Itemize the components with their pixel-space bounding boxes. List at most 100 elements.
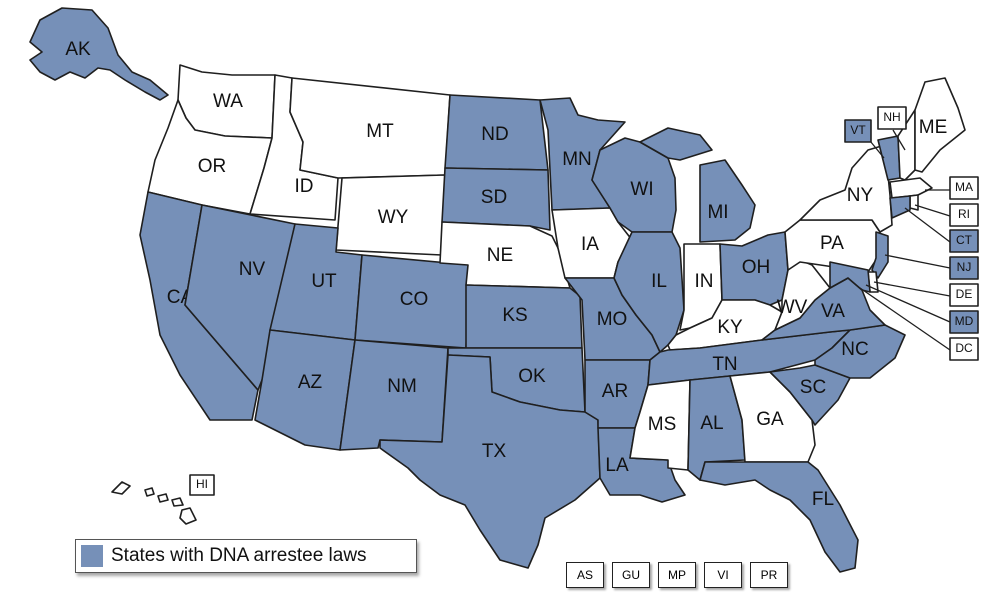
state-label-PA: PA (820, 233, 844, 254)
svg-text:DC: DC (955, 341, 973, 355)
state-label-AZ: AZ (298, 372, 323, 393)
state-HI[interactable] (111, 481, 197, 525)
state-NH[interactable] (897, 109, 916, 181)
state-OH[interactable]: OH (719, 231, 789, 306)
state-label-NE: NE (487, 245, 513, 266)
svg-text:NH: NH (883, 110, 900, 124)
state-label-NY: NY (847, 185, 874, 206)
territory-MP[interactable]: MP (658, 562, 696, 588)
state-label-ID: ID (295, 176, 314, 197)
state-label-VA: VA (821, 301, 845, 322)
territory-label: AS (576, 568, 593, 582)
state-WI[interactable]: WI (591, 137, 677, 233)
state-label-ND: ND (481, 124, 508, 145)
state-label-LA: LA (605, 455, 629, 476)
state-AZ[interactable]: AZ (254, 329, 356, 451)
state-TX[interactable]: TX (379, 354, 601, 569)
label-box-MD[interactable]: MD (949, 310, 979, 334)
svg-text:MD: MD (955, 314, 974, 328)
state-WY[interactable]: WY (335, 174, 446, 256)
territory-VI[interactable]: VI (704, 562, 742, 588)
state-KS[interactable]: KS (465, 284, 583, 349)
state-label-OH: OH (742, 257, 771, 278)
state-MS[interactable]: MS (629, 379, 691, 471)
territory-GU[interactable]: GU (612, 562, 650, 588)
svg-text:CT: CT (956, 233, 973, 247)
territory-label: PR (760, 568, 778, 582)
state-label-AK: AK (65, 39, 91, 60)
territory-label: VI (717, 568, 729, 582)
state-label-IA: IA (581, 234, 599, 255)
state-FL[interactable]: FL (699, 461, 859, 573)
small-state-label-boxes: VT NH MA RI CT NJ DE MD (189, 106, 979, 496)
state-IL[interactable]: IL (613, 231, 685, 353)
label-box-NH[interactable]: NH (877, 106, 907, 130)
state-label-IN: IN (695, 271, 714, 292)
state-ME[interactable]: ME (914, 77, 966, 173)
label-box-DC[interactable]: DC (949, 337, 979, 361)
svg-text:MA: MA (955, 180, 973, 194)
state-SC[interactable]: SC (769, 364, 851, 426)
state-label-OK: OK (518, 366, 546, 387)
label-box-NJ[interactable]: NJ (949, 256, 979, 280)
state-label-MN: MN (562, 149, 592, 170)
label-box-HI[interactable]: HI (189, 474, 215, 496)
label-box-RI[interactable]: RI (949, 203, 979, 227)
state-label-CO: CO (400, 289, 429, 310)
territory-PR[interactable]: PR (750, 562, 788, 588)
callout-lines (859, 129, 951, 351)
state-label-MO: MO (597, 309, 628, 330)
state-label-NV: NV (239, 259, 266, 280)
state-label-IL: IL (651, 271, 667, 292)
state-NJ[interactable] (871, 231, 889, 279)
state-label-NC: NC (841, 339, 868, 360)
state-label-OR: OR (198, 156, 227, 177)
label-box-VT[interactable]: VT (844, 119, 872, 143)
svg-text:DE: DE (956, 287, 973, 301)
state-CO[interactable]: CO (354, 254, 471, 349)
state-NE[interactable]: NE (439, 221, 571, 289)
state-label-WA: WA (213, 91, 243, 112)
legend-swatch (81, 545, 103, 567)
state-MT[interactable]: MT (289, 77, 451, 179)
state-MA[interactable] (889, 177, 933, 199)
state-label-AR: AR (602, 381, 628, 402)
territory-label: MP (668, 568, 686, 582)
state-label-MT: MT (366, 121, 394, 142)
state-label-WV: WV (777, 297, 808, 318)
state-label-KS: KS (502, 305, 527, 326)
territory-AS[interactable]: AS (566, 562, 604, 588)
state-MI[interactable]: MI (639, 127, 756, 243)
label-box-DE[interactable]: DE (949, 283, 979, 307)
state-CT[interactable] (889, 195, 911, 219)
state-label-GA: GA (756, 409, 784, 430)
svg-text:RI: RI (958, 207, 970, 221)
state-NY[interactable]: NY (799, 144, 893, 233)
state-label-AL: AL (700, 413, 723, 434)
state-label-MI: MI (707, 202, 728, 223)
state-label-KY: KY (717, 317, 743, 338)
state-label-FL: FL (812, 489, 834, 510)
label-box-MA[interactable]: MA (949, 176, 979, 200)
svg-text:HI: HI (196, 477, 208, 491)
state-SD[interactable]: SD (441, 167, 551, 231)
state-KY[interactable]: KY (667, 299, 783, 351)
state-label-MS: MS (648, 414, 677, 435)
state-label-SD: SD (481, 187, 507, 208)
state-WV[interactable]: WV (774, 259, 831, 331)
svg-text:VT: VT (850, 123, 866, 137)
state-AK[interactable]: AK (29, 7, 169, 101)
label-box-CT[interactable]: CT (949, 229, 979, 253)
state-label-SC: SC (800, 377, 826, 398)
state-RI[interactable] (909, 194, 919, 211)
map-legend: States with DNA arrestee laws (75, 539, 417, 573)
state-NC[interactable]: NC (814, 324, 906, 379)
state-NM[interactable]: NM (339, 339, 449, 451)
state-label-ME: ME (919, 117, 948, 138)
state-label-WY: WY (378, 207, 409, 228)
legend-label: States with DNA arrestee laws (111, 545, 367, 566)
svg-text:NJ: NJ (957, 260, 972, 274)
state-ND[interactable]: ND (444, 94, 549, 171)
state-label-UT: UT (311, 271, 337, 292)
